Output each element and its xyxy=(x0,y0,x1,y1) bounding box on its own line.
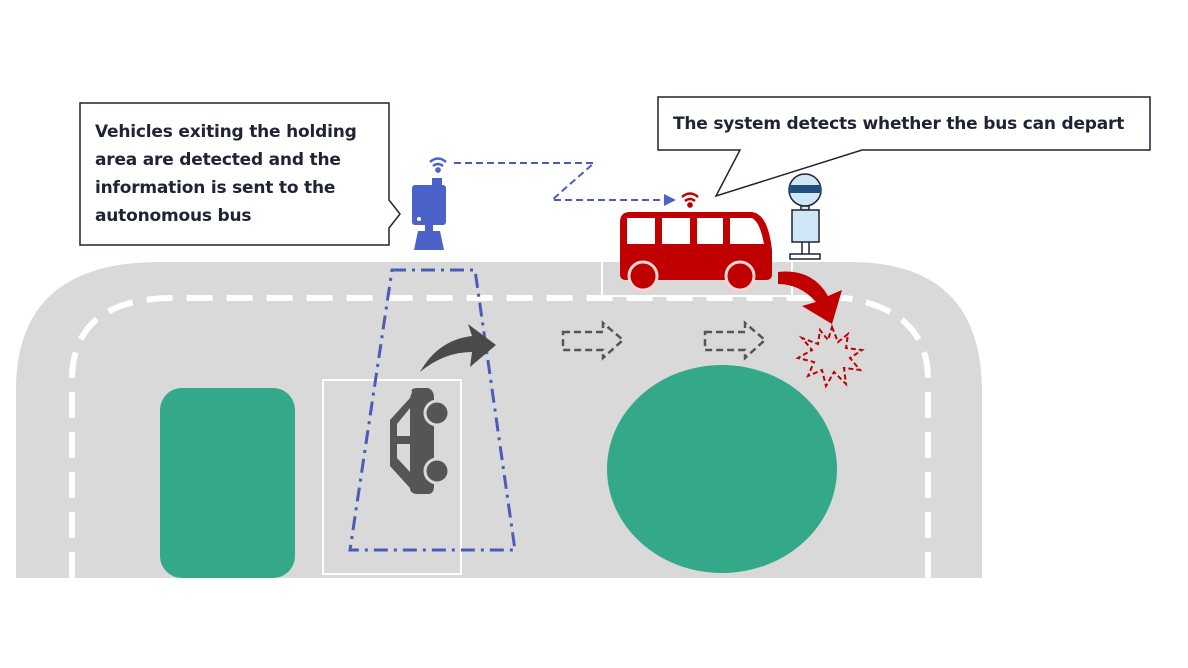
car-icon xyxy=(390,388,451,494)
car-turn-arrow-icon xyxy=(420,324,496,372)
callout-line: Vehicles exiting the holding xyxy=(95,122,357,142)
system-callout-text: The system detects whether the bus can d… xyxy=(673,114,1125,134)
callout-line: area are detected and the xyxy=(95,150,341,170)
sensor-wifi-icon xyxy=(429,157,447,173)
holding-area-outline xyxy=(322,379,462,575)
callout-line: information is sent to the xyxy=(95,178,336,198)
callout-line: autonomous bus xyxy=(95,206,252,226)
collision-burst-icon xyxy=(795,323,865,389)
autonomous-bus-icon xyxy=(620,212,772,292)
island-rounded-rect xyxy=(160,388,295,578)
bus-departure-arrow-icon xyxy=(778,271,842,324)
callout-right-border xyxy=(657,96,1151,198)
island-oval xyxy=(607,365,837,573)
sensor-callout-text: Vehicles exiting the holding area are de… xyxy=(95,118,380,230)
communication-arrowhead xyxy=(664,194,676,206)
bus-stop-sign-icon xyxy=(788,173,822,260)
bus-wifi-icon xyxy=(681,192,699,208)
callout-left-border xyxy=(79,102,401,246)
roadside-sensor-icon xyxy=(412,178,446,250)
flow-arrow-icon xyxy=(703,320,767,361)
flow-arrow-icon xyxy=(561,320,625,361)
communication-link xyxy=(454,162,664,201)
